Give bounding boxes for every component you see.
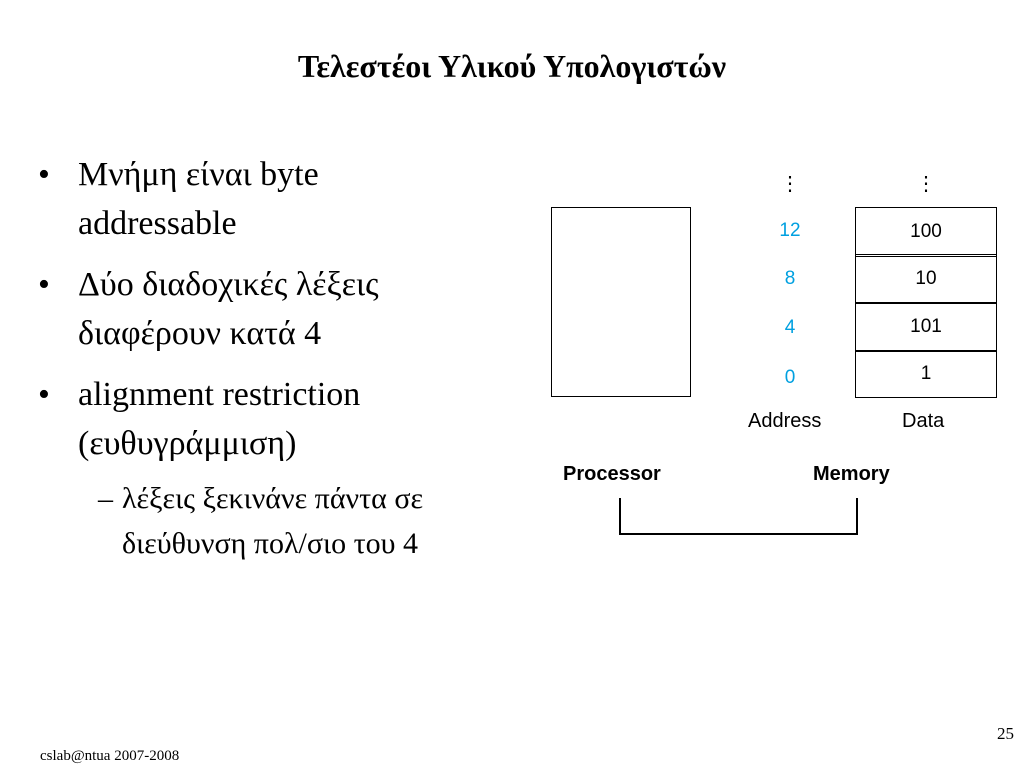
page-number: 25 xyxy=(997,724,1014,743)
bullet-item: • Μνήμη είναι byte addressable xyxy=(38,150,538,248)
address-label: Address xyxy=(748,410,822,432)
memory-label: Memory xyxy=(813,463,890,485)
sub-bullet-item: – λέξεις ξεκινάνε πάντα σε διεύθυνση πολ… xyxy=(38,476,538,566)
sub-bullet-line: διεύθυνση πολ/σιο του 4 xyxy=(122,527,418,560)
sub-bullet-marker: – xyxy=(98,482,113,515)
bullet-item: • alignment restriction (ευθυγράμμιση) xyxy=(38,370,538,468)
data-ellipsis: ⋮ xyxy=(916,173,936,195)
bullet-line: Μνήμη είναι byte xyxy=(78,156,319,193)
slide-title: Τελεστέοι Υλικού Υπολογιστών xyxy=(297,48,727,84)
address-value: 8 xyxy=(784,268,796,289)
memory-cell: 101 xyxy=(855,302,997,352)
address-value: 4 xyxy=(784,317,796,338)
connector-left xyxy=(619,498,621,534)
memory-cell: 1 xyxy=(855,350,997,398)
bullet-line: (ευθυγράμμιση) xyxy=(78,425,297,462)
processor-box xyxy=(551,207,691,397)
bullet-item: • Δύο διαδοχικές λέξεις διαφέρουν κατά 4 xyxy=(38,260,538,358)
processor-label: Processor xyxy=(563,463,661,485)
address-value: 12 xyxy=(779,220,801,241)
bullet-line: addressable xyxy=(78,205,237,242)
bullet-line: Δύο διαδοχικές λέξεις xyxy=(78,266,379,303)
data-label: Data xyxy=(902,410,945,432)
bullet-marker: • xyxy=(38,376,50,413)
bullet-line: διαφέρουν κατά 4 xyxy=(78,315,322,352)
connector-right xyxy=(856,498,858,534)
footer-credit: cslab@ntua 2007-2008 xyxy=(40,748,180,764)
bullet-line: alignment restriction xyxy=(78,376,361,413)
connector-bus xyxy=(619,533,858,535)
bullet-list: • Μνήμη είναι byte addressable • Δύο δια… xyxy=(38,150,538,566)
address-ellipsis: ⋮ xyxy=(780,173,800,195)
bullet-marker: • xyxy=(38,156,50,193)
bullet-marker: • xyxy=(38,266,50,303)
sub-bullet-line: λέξεις ξεκινάνε πάντα σε xyxy=(122,482,424,515)
memory-cell: 10 xyxy=(855,254,997,304)
memory-cell: 100 xyxy=(855,207,997,257)
address-value: 0 xyxy=(784,367,796,388)
